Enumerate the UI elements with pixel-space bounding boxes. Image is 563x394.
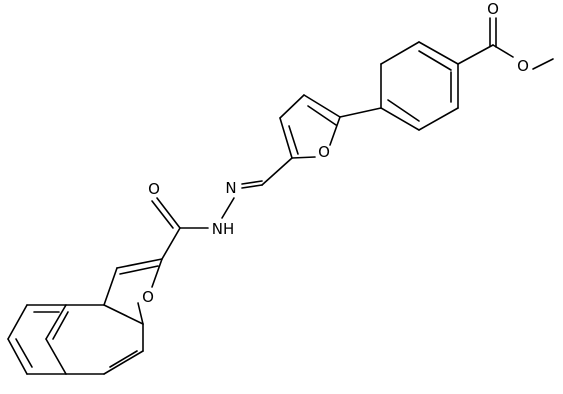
- benzene-ring: [380, 41, 459, 131]
- ester-carbonyl-oxygen-label: O: [487, 0, 499, 18]
- hydrazide-nh-label: NH: [212, 220, 235, 238]
- furan-oxygen-label: O: [318, 143, 330, 161]
- central-furan-ring: O: [279, 94, 382, 161]
- naphthofuran-system: O: [7, 258, 163, 375]
- ester-oxygen-label: O: [517, 57, 529, 75]
- hydrazone-linker: N NH O: [148, 157, 293, 260]
- methyl-ester-group: O O: [457, 0, 554, 75]
- naphthofuran-oxygen-label: O: [142, 288, 154, 306]
- imine-nitrogen-label: N: [225, 179, 236, 197]
- amide-oxygen-label: O: [148, 180, 160, 198]
